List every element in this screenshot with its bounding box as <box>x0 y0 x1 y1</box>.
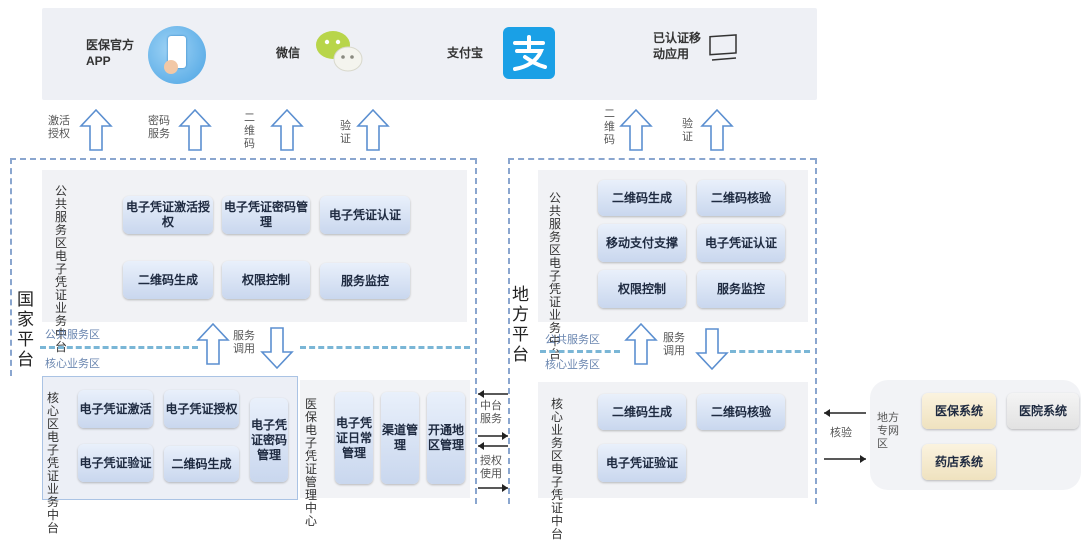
btn-core-activate[interactable]: 电子凭证激活 <box>78 390 153 428</box>
up-arrow-icon <box>700 108 734 157</box>
btn-local-certify[interactable]: 电子凭证认证 <box>697 224 785 262</box>
app-label-wechat: 微信 <box>276 46 301 60</box>
phone-app-icon <box>148 26 206 84</box>
service-call-label: 服务调用 <box>233 330 255 355</box>
down-arrow-icon <box>260 326 294 375</box>
btn-local-permission[interactable]: 权限控制 <box>598 270 686 308</box>
zone-divider <box>540 350 620 353</box>
national-public-center-label: 公共服务区电子凭证业务中台 <box>55 184 68 354</box>
up-arrow-icon <box>619 108 653 157</box>
zone-public-label: 公共服务区 <box>45 329 100 341</box>
up-arrow-icon <box>178 108 212 157</box>
national-frame-right <box>475 158 477 504</box>
btn-local-qrcheck[interactable]: 二维码核验 <box>697 180 785 216</box>
btn-local-core-qrcode[interactable]: 二维码生成 <box>598 394 686 430</box>
up-arrow-icon <box>356 108 390 157</box>
verify-label: 核验 <box>830 427 852 439</box>
btn-qrcode-gen[interactable]: 二维码生成 <box>123 261 213 299</box>
zone-divider <box>730 350 810 353</box>
national-platform-title: 国家平台 <box>17 290 34 369</box>
wechat-icon <box>315 28 365 74</box>
national-core-center-label: 核心区电子凭证业务中台 <box>47 391 60 535</box>
double-arrow-icon <box>820 405 870 470</box>
arrow-label-qrcode: 二维码 <box>244 112 255 150</box>
arrow-label-local-verify: 验证 <box>682 118 693 143</box>
btn-certify[interactable]: 电子凭证认证 <box>320 196 410 234</box>
app-label-yibao: 医保官方APP <box>86 38 135 68</box>
down-arrow-icon <box>695 327 729 376</box>
btn-password-manage[interactable]: 电子凭证密码管理 <box>222 196 310 234</box>
btn-local-core-verify[interactable]: 电子凭证验证 <box>598 444 686 482</box>
local-frame-right <box>815 158 817 504</box>
national-mgmt-center-label: 医保电子凭证管理中心 <box>305 397 318 528</box>
mid-service-label: 中台服务 <box>480 400 502 425</box>
btn-region-manage[interactable]: 开通地区管理 <box>427 392 465 484</box>
btn-hospital-system[interactable]: 医院系统 <box>1007 393 1079 429</box>
app-label-certified: 已认证移动应用 <box>653 31 702 61</box>
btn-permission[interactable]: 权限控制 <box>222 261 310 299</box>
alipay-icon <box>503 27 555 79</box>
btn-mobile-pay[interactable]: 移动支付支撑 <box>598 224 686 262</box>
up-arrow-icon <box>196 322 230 371</box>
local-zone-public-label: 公共服务区 <box>545 334 600 346</box>
private-net-label: 地方专网区 <box>877 412 899 450</box>
arrow-label-verify: 验证 <box>340 120 351 145</box>
local-frame-left <box>508 158 510 504</box>
btn-core-qrcode[interactable]: 二维码生成 <box>164 446 239 482</box>
auth-use-label: 授权使用 <box>480 455 502 480</box>
btn-local-core-qrcheck[interactable]: 二维码核验 <box>697 394 785 430</box>
btn-service-monitor[interactable]: 服务监控 <box>320 263 410 299</box>
btn-activate-auth[interactable]: 电子凭证激活授权 <box>123 196 213 234</box>
btn-core-password[interactable]: 电子凭证密码管理 <box>250 398 288 482</box>
btn-pharmacy-system[interactable]: 药店系统 <box>922 444 996 480</box>
up-arrow-icon <box>624 322 658 371</box>
zone-core-label: 核心业务区 <box>45 358 100 370</box>
zone-divider <box>300 346 470 349</box>
app-label-alipay: 支付宝 <box>447 46 484 60</box>
btn-channel-manage[interactable]: 渠道管理 <box>381 392 419 484</box>
btn-core-authorize[interactable]: 电子凭证授权 <box>164 390 239 428</box>
local-public-center-label: 公共服务区电子凭证业务中台 <box>549 191 562 361</box>
national-frame-left <box>10 158 12 376</box>
up-arrow-icon <box>79 108 113 157</box>
local-core-center-label: 核心业务区电子凭证中台 <box>551 397 564 541</box>
btn-local-qrcode[interactable]: 二维码生成 <box>598 180 686 216</box>
up-arrow-icon <box>270 108 304 157</box>
btn-yibao-system[interactable]: 医保系统 <box>922 393 996 429</box>
local-platform-title: 地方平台 <box>512 285 529 364</box>
monitor-icon <box>706 34 740 64</box>
national-public-center <box>42 170 467 322</box>
btn-daily-manage[interactable]: 电子凭证日常管理 <box>335 392 373 484</box>
local-service-call-label: 服务调用 <box>663 332 685 357</box>
btn-local-monitor[interactable]: 服务监控 <box>697 270 785 308</box>
national-frame-top <box>10 158 476 160</box>
local-frame-top <box>508 158 816 160</box>
local-zone-core-label: 核心业务区 <box>545 359 600 371</box>
arrow-label-local-qrcode: 二维码 <box>604 108 615 146</box>
arrow-label-password: 密码服务 <box>148 115 170 140</box>
btn-core-verify[interactable]: 电子凭证验证 <box>78 444 153 482</box>
arrow-label-activate: 激活授权 <box>48 115 70 140</box>
zone-divider <box>40 346 198 349</box>
double-arrow-icon <box>476 388 512 503</box>
